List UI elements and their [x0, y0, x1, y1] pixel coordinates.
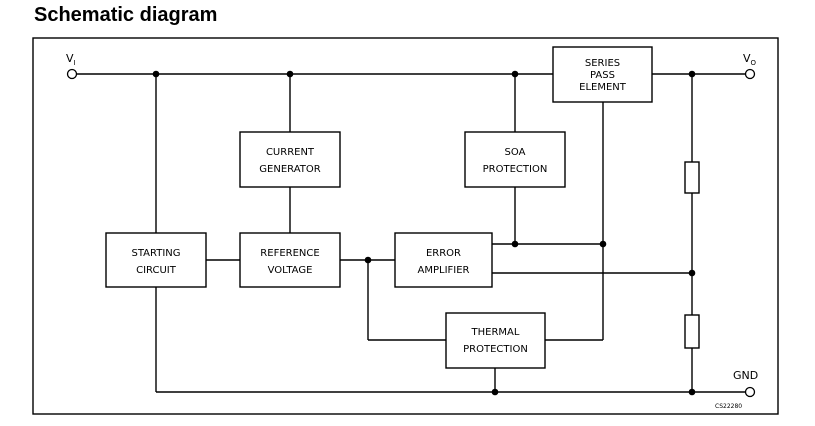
svg-text:ELEMENT: ELEMENT: [579, 82, 627, 93]
junction-dot: [688, 269, 696, 277]
junction-dot: [286, 70, 294, 78]
svg-text:SOA: SOA: [505, 147, 526, 158]
svg-text:REFERENCE: REFERENCE: [260, 248, 319, 259]
terminal-vi: [66, 68, 78, 80]
svg-text:AMPLIFIER: AMPLIFIER: [418, 265, 470, 276]
diagram-frame: [32, 37, 779, 415]
terminal-gnd: [744, 386, 756, 398]
block-series-pass-element: SERIES PASS ELEMENT: [552, 46, 653, 103]
svg-text:THERMAL: THERMAL: [471, 327, 520, 338]
junction-dot: [152, 70, 160, 78]
drawing-code: CS22280: [715, 403, 742, 410]
svg-text:CURRENT: CURRENT: [266, 147, 315, 158]
page-title: Schematic diagram: [34, 4, 218, 26]
block-current-generator: CURRENT GENERATOR: [239, 131, 341, 188]
svg-text:STARTING: STARTING: [131, 248, 180, 259]
svg-text:GENERATOR: GENERATOR: [259, 164, 320, 175]
svg-text:CIRCUIT: CIRCUIT: [136, 265, 177, 276]
terminal-vi-label: VI: [66, 52, 76, 67]
junction-dot: [491, 388, 499, 396]
junction-dots: [152, 70, 696, 396]
block-error-amplifier: ERROR AMPLIFIER: [394, 232, 493, 288]
block-soa-protection: SOA PROTECTION: [464, 131, 566, 188]
terminal-vo: [744, 68, 756, 80]
block-starting-circuit: STARTING CIRCUIT: [105, 232, 207, 288]
terminal-gnd-label: GND: [733, 369, 758, 382]
junction-dot: [511, 70, 519, 78]
svg-text:PROTECTION: PROTECTION: [483, 164, 548, 175]
svg-text:VOLTAGE: VOLTAGE: [268, 265, 313, 276]
block-thermal-protection: THERMAL PROTECTION: [445, 312, 546, 369]
junction-dot: [688, 388, 696, 396]
junction-dot: [511, 240, 519, 248]
svg-text:ERROR: ERROR: [426, 248, 461, 259]
block-reference-voltage: REFERENCE VOLTAGE: [239, 232, 341, 288]
junction-dot: [364, 256, 372, 264]
junction-dot: [688, 70, 696, 78]
wires: [76, 73, 746, 393]
svg-text:SERIES: SERIES: [585, 58, 620, 69]
junction-dot: [599, 240, 607, 248]
svg-text:PROTECTION: PROTECTION: [463, 344, 528, 355]
resistor-lower: [684, 314, 700, 349]
resistor-upper: [684, 161, 700, 194]
svg-text:PASS: PASS: [590, 70, 615, 81]
terminal-vo-label: VO: [743, 52, 757, 67]
